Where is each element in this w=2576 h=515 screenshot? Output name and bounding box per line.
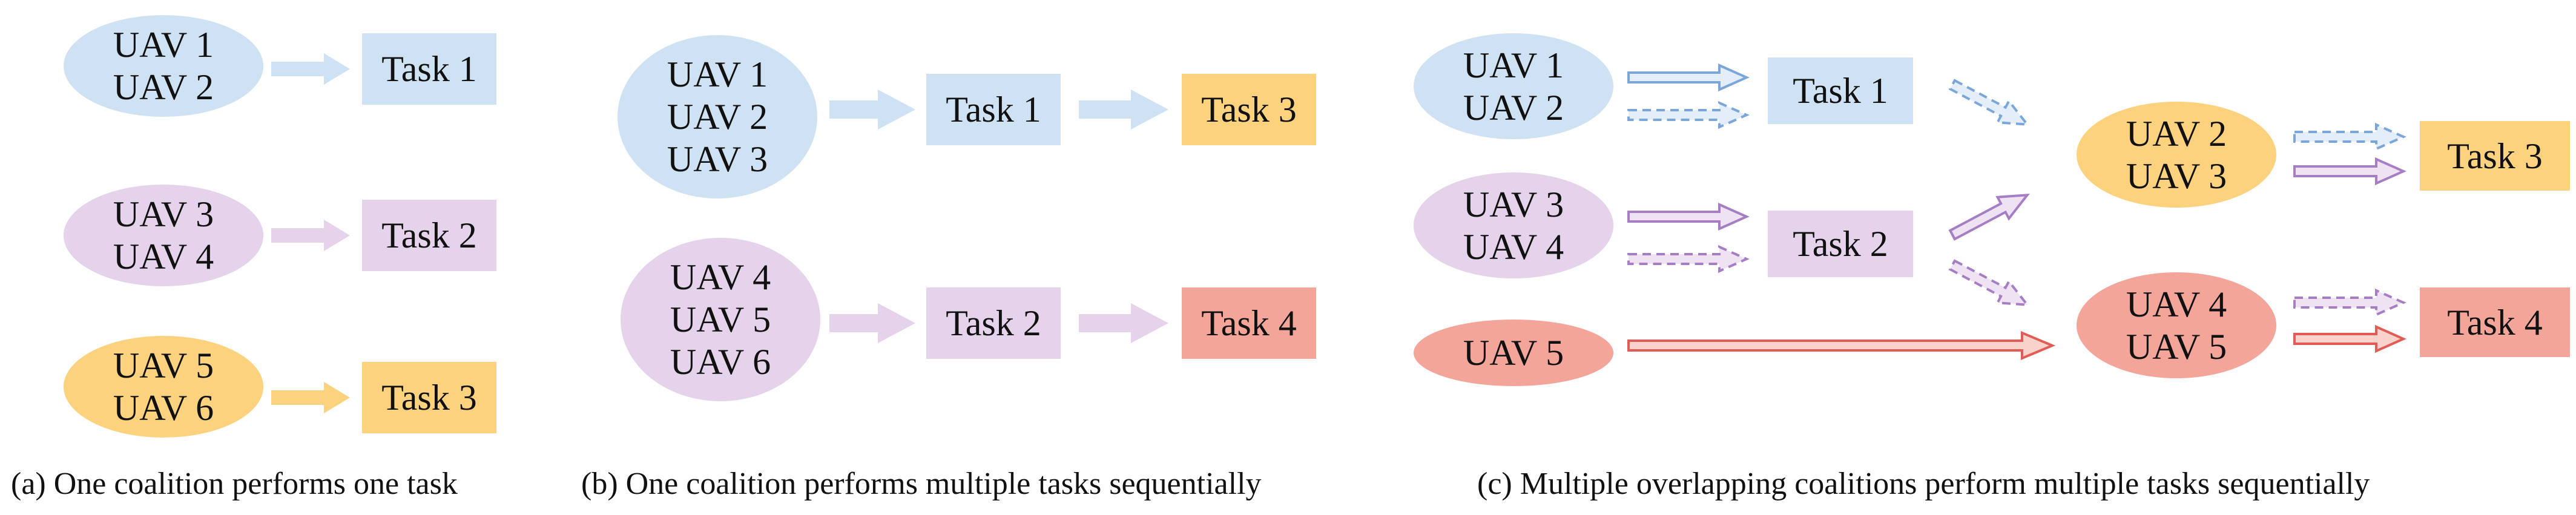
arrow-b2 [1079,90,1168,130]
caption-b: (b) One coalition performs multiple task… [581,467,1262,501]
arrow-b4 [1079,303,1168,343]
task-c2: Task 2 [1768,211,1913,277]
uav-label: UAV 4 [2126,284,2227,324]
coalition-b1: UAV 1 UAV 2 UAV 3 [618,35,817,198]
task-label: Task 2 [1793,224,1888,264]
uav-label: UAV 4 [113,237,214,277]
task-label: Task 2 [946,303,1041,343]
task-label: Task 2 [381,215,477,255]
task-label: Task 3 [1201,90,1297,130]
arrow-c2-dashed [1627,244,1750,274]
task-label: Task 1 [946,90,1041,130]
task-label: Task 4 [1201,303,1297,343]
caption-a: (a) One coalition performs one task [11,467,458,501]
coalition-c4: UAV 2 UAV 3 [2077,102,2276,208]
arrow-c8-solid [2293,324,2406,353]
uav-label: UAV 2 [113,67,214,107]
task-c4: Task 4 [2420,287,2570,357]
coalition-c3: UAV 5 [1414,320,1613,386]
task-b1: Task 1 [926,74,1061,145]
uav-label: UAV 2 [2126,113,2227,154]
task-a3: Task 3 [362,362,496,433]
caption-c: (c) Multiple overlapping coalitions perf… [1477,467,2370,501]
uav-label: UAV 5 [113,346,214,385]
coalition-a2: UAV 3 UAV 4 [64,185,263,286]
task-c3: Task 3 [2420,121,2570,191]
uav-label: UAV 1 [1463,45,1564,85]
uav-label: UAV 4 [670,257,771,297]
arrow-c4-dashed [1948,79,2030,126]
task-label: Task 1 [1793,71,1888,111]
arrow-c8-dashed [2293,288,2406,317]
arrow-b1 [829,90,915,130]
task-a1: Task 1 [362,33,496,105]
arrow-c6-dashed [1948,259,2030,307]
task-label: Task 1 [381,49,477,89]
task-label: Task 3 [381,378,477,418]
task-b2: Task 2 [926,287,1061,359]
uav-label: UAV 2 [667,97,768,137]
arrow-c3-solid [1627,330,2056,361]
arrow-a3 [271,382,350,413]
arrow-c2-solid [1627,202,1750,231]
coalition-a1: UAV 1 UAV 2 [64,15,263,117]
coalition-c5: UAV 4 UAV 5 [2077,272,2276,378]
task-label: Task 4 [2447,302,2543,343]
arrow-b3 [829,303,915,343]
uav-label: UAV 5 [670,300,771,340]
arrow-c1-solid [1627,63,1750,92]
uav-label: UAV 4 [1463,226,1564,267]
arrow-c7-solid [2293,157,2406,186]
coalition-a3: UAV 5 UAV 6 [64,336,263,438]
coalition-c2: UAV 3 UAV 4 [1414,172,1613,278]
coalition-b2: UAV 4 UAV 5 UAV 6 [621,238,820,401]
arrow-c1-dashed [1627,100,1750,130]
uav-label: UAV 2 [1463,87,1564,128]
task-b3: Task 3 [1182,74,1316,145]
arrow-c7-dashed [2293,122,2406,151]
arrow-a1 [271,53,350,85]
uav-label: UAV 3 [113,194,214,234]
uav-label: UAV 3 [667,139,768,179]
task-a2: Task 2 [362,200,496,271]
task-b4: Task 4 [1182,287,1316,359]
uav-label: UAV 1 [667,54,768,94]
uav-label: UAV 5 [2126,326,2227,367]
task-label: Task 3 [2447,136,2543,176]
task-c1: Task 1 [1768,57,1913,124]
arrow-c5-solid [1948,193,2030,241]
arrow-a2 [271,220,350,251]
coalition-c1: UAV 1 UAV 2 [1414,33,1613,139]
uav-label: UAV 3 [1463,184,1564,225]
uav-label: UAV 3 [2126,156,2227,196]
uav-label: UAV 6 [670,342,771,382]
uav-label: UAV 5 [1463,333,1564,373]
uav-label: UAV 1 [113,25,214,65]
uav-label: UAV 6 [113,388,214,428]
